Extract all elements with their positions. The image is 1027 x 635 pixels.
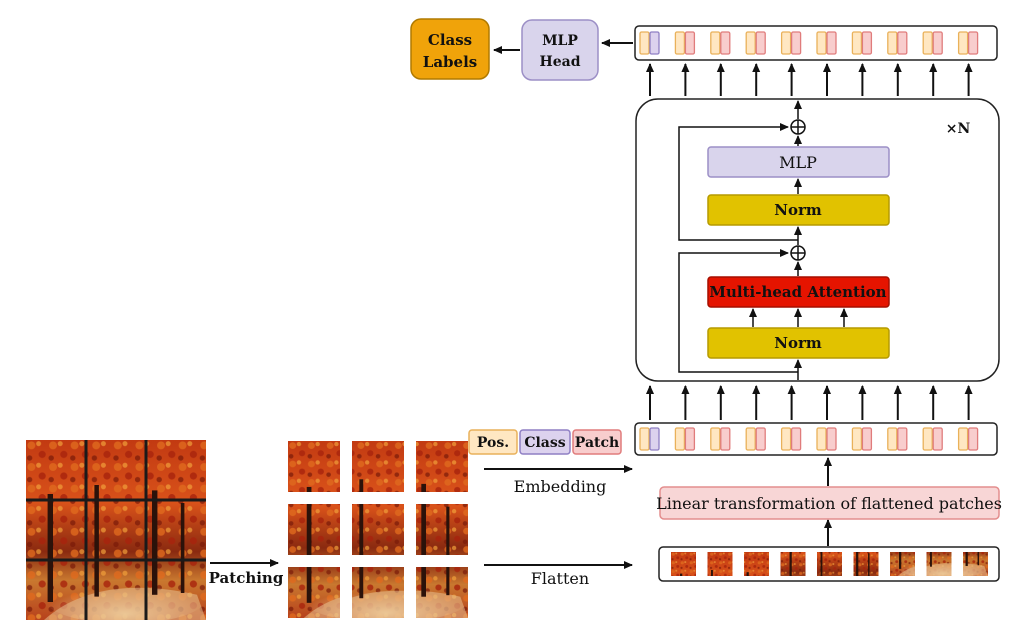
residual-add-bottom-icon [790,245,806,261]
linear-transformation-box [659,486,1000,520]
tokens-to-encoder-arrows [646,385,973,420]
legend-patch-label: Patch [575,435,619,451]
repeat-n-label: ×N [946,121,971,137]
output-token [639,31,660,55]
embedding-label: Embedding [514,477,607,496]
mlp-head-label-line1: MLP [542,33,578,49]
output-tokens [639,31,979,55]
output-token [816,31,837,55]
image-patches [288,441,468,618]
embedded-token [710,427,731,451]
legend-class-label: Class [524,435,565,451]
mlp-head-box [521,19,599,81]
output-token [922,31,943,55]
mlp-box [707,146,890,178]
embedded-token [957,427,979,451]
legend-pos-box [468,429,518,455]
flatten-label: Flatten [531,569,589,588]
multi-head-attention-box [707,276,890,308]
output-token [957,31,979,55]
output-token [851,31,873,55]
legend-class-box [519,429,571,455]
embedded-token [851,427,873,451]
flattened-patch-thumbnails [671,552,988,576]
embedded-token [639,427,660,451]
legend-pos-label: Pos. [477,435,509,451]
embedded-token [745,427,766,451]
embedded-token [922,427,943,451]
norm-bottom-box [707,327,890,359]
embedded-tokens [639,427,979,451]
output-token [780,31,802,55]
class-labels-line2: Labels [423,53,477,71]
norm-top-label: Norm [774,201,822,219]
embedded-token [887,427,908,451]
output-token [887,31,908,55]
encoder-to-output-arrows [646,63,973,96]
output-token [745,31,766,55]
residual-add-top-icon [790,119,806,135]
output-token [710,31,731,55]
patching-label: Patching [209,569,284,587]
embedded-token [816,427,837,451]
token-legend: Pos. Class Patch [468,429,622,455]
class-labels-box [410,18,490,80]
linear-transformation-label: Linear transformation of flattened patch… [656,494,1002,513]
mlp-head-label-line2: Head [540,54,581,70]
class-labels-line1: Class [428,31,472,49]
original-image [26,440,206,620]
legend-patch-box [572,429,622,455]
norm-bottom-label: Norm [774,334,822,352]
encoder-internal-connections [678,100,848,380]
embedded-token [780,427,802,451]
embedded-token [674,427,696,451]
norm-top-box [707,194,890,226]
output-token [674,31,696,55]
mlp-label: MLP [779,153,817,172]
multi-head-attention-label: Multi-head Attention [709,283,886,301]
